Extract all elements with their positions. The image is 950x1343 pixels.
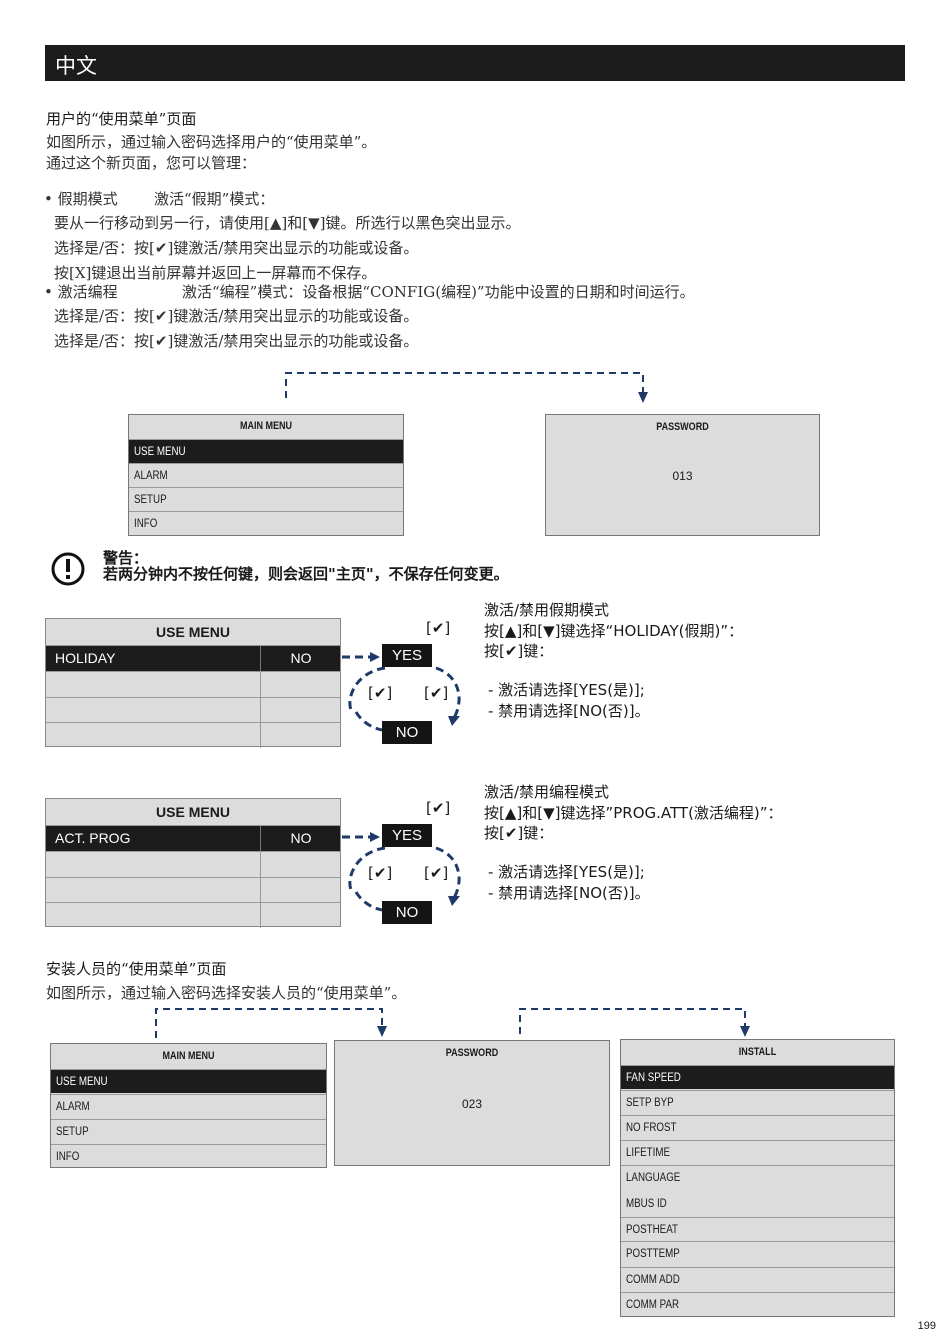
warning-text: 若两分钟内不按任何键，则会返回"主页"，不保存任何变更。: [103, 565, 509, 583]
language-title: 中文: [55, 54, 97, 78]
holiday-row-label: HOLIDAY: [55, 650, 116, 666]
install-item-comm-add[interactable]: COMM ADD: [621, 1267, 894, 1291]
holiday-check-top: [✔]: [426, 619, 451, 637]
menu-item-info[interactable]: INFO: [51, 1144, 326, 1168]
install-item-lifetime[interactable]: LIFETIME: [621, 1140, 894, 1164]
table-row: [46, 902, 340, 928]
act-prog-row-label: ACT. PROG: [55, 830, 131, 846]
holiday-line-1: 要从一行移动到另一行，请使用[▲]和[▼]键。所选行以黑色突出显示。: [54, 214, 521, 232]
holiday-row-value: NO: [260, 646, 341, 671]
warning-title: 警告：: [103, 549, 149, 567]
user-intro-1: 如图所示，通过输入密码选择用户的“使用菜单”。: [46, 133, 377, 151]
table-row: [46, 671, 340, 697]
holiday-line-3: 按[X]键退出当前屏幕并返回上一屏幕而不保存。: [54, 264, 377, 282]
holiday-no-button[interactable]: NO: [382, 721, 432, 744]
prog-check-top: [✔]: [426, 799, 451, 817]
table-row: [46, 851, 340, 877]
table-row: [46, 722, 340, 748]
holiday-instr-4: - 禁用请选择[NO(否)]。: [488, 702, 650, 720]
use-menu-holiday-title: USE MENU: [156, 624, 230, 640]
prog-check-left: [✔]: [368, 864, 393, 882]
act-prog-row-value: NO: [260, 826, 341, 851]
user-intro-2: 通过这个新页面，您可以管理：: [46, 154, 257, 172]
menu-item-setup[interactable]: SETUP: [129, 487, 403, 511]
install-item-mbus-id[interactable]: MBUS ID: [626, 1198, 667, 1210]
installer-main-menu-screen: MAIN MENU USE MENU ALARM SETUP INFO: [50, 1043, 327, 1168]
menu-item-alarm[interactable]: ALARM: [129, 463, 403, 487]
install-item-setp-byp[interactable]: SETP BYP: [621, 1090, 894, 1114]
installer-main-menu-title: MAIN MENU: [162, 1050, 215, 1062]
install-menu-screen: INSTALL FAN SPEED SETP BYP NO FROST LIFE…: [620, 1039, 895, 1317]
main-menu-title: MAIN MENU: [239, 420, 293, 432]
holiday-bullet: • 假期模式: [44, 190, 118, 208]
installer-password-value[interactable]: 023: [461, 1097, 483, 1111]
holiday-instr-2: 按[✔]键：: [484, 642, 554, 660]
language-header: 中文: [45, 45, 905, 81]
table-row: [46, 877, 340, 903]
prog-line-1: 选择是/否：按[✔]键激活/禁用突出显示的功能或设备。: [54, 307, 419, 325]
prog-instr-1: 按[▲]和[▼]键选择”PROG.ATT(激活编程)”：: [484, 804, 783, 822]
holiday-desc: 激活“假期”模式：: [154, 190, 275, 208]
holiday-heading: 激活/禁用假期模式: [484, 601, 610, 619]
use-menu-prog-title: USE MENU: [156, 804, 230, 820]
warning-icon: [51, 552, 85, 586]
password-value[interactable]: 013: [672, 469, 693, 483]
holiday-instr-3: - 激活请选择[YES(是)];: [488, 681, 645, 699]
holiday-instr-1: 按[▲]和[▼]键选择“HOLIDAY(假期)”：: [484, 622, 744, 640]
install-item-posttemp[interactable]: POSTTEMP: [621, 1241, 894, 1265]
page-number: 199: [917, 1320, 936, 1332]
table-row: [46, 697, 340, 723]
holiday-yes-button[interactable]: YES: [382, 644, 432, 667]
holiday-check-right: [✔]: [424, 684, 449, 702]
holiday-row[interactable]: HOLIDAY NO: [46, 645, 340, 671]
password-title: PASSWORD: [656, 421, 709, 433]
prog-heading: 激活/禁用编程模式: [484, 783, 610, 801]
holiday-check-left: [✔]: [368, 684, 393, 702]
menu-item-use-menu[interactable]: USE MENU: [51, 1069, 326, 1093]
password-screen: PASSWORD 013: [545, 414, 820, 536]
installer-section-title: 安装人员的“使用菜单”页面: [46, 960, 227, 978]
use-menu-holiday-table: USE MENU HOLIDAY NO: [45, 618, 341, 748]
holiday-line-2: 选择是/否：按[✔]键激活/禁用突出显示的功能或设备。: [54, 239, 419, 257]
install-item-no-frost[interactable]: NO FROST: [621, 1115, 894, 1139]
prog-bullet: • 激活编程: [44, 283, 118, 301]
install-item-comm-par[interactable]: COMM PAR: [621, 1292, 894, 1316]
menu-item-alarm[interactable]: ALARM: [51, 1094, 326, 1118]
install-item-fan-speed[interactable]: FAN SPEED: [621, 1065, 894, 1089]
prog-instr-4: - 禁用请选择[NO(否)]。: [488, 884, 650, 902]
use-menu-prog-table: USE MENU ACT. PROG NO: [45, 798, 341, 928]
menu-item-info[interactable]: INFO: [129, 511, 403, 535]
menu-item-use-menu[interactable]: USE MENU: [129, 439, 403, 463]
user-section-title: 用户的“使用菜单”页面: [46, 110, 197, 128]
menu-item-setup[interactable]: SETUP: [51, 1119, 326, 1143]
prog-instr-3: - 激活请选择[YES(是)];: [488, 863, 645, 881]
install-item-postheat[interactable]: POSTHEAT: [621, 1217, 894, 1241]
prog-line-2: 选择是/否：按[✔]键激活/禁用突出显示的功能或设备。: [54, 332, 419, 350]
prog-check-right: [✔]: [424, 864, 449, 882]
act-prog-row[interactable]: ACT. PROG NO: [46, 825, 340, 851]
install-menu-title: INSTALL: [738, 1046, 777, 1058]
main-menu-screen: MAIN MENU USE MENU ALARM SETUP INFO: [128, 414, 404, 536]
install-item-language[interactable]: LANGUAGE: [621, 1165, 894, 1189]
prog-instr-2: 按[✔]键：: [484, 824, 554, 842]
installer-intro: 如图所示，通过输入密码选择安装人员的“使用菜单”。: [46, 984, 407, 1002]
prog-desc: 激活“编程”模式：设备根据“CONFIG(编程)”功能中设置的日期和时间运行。: [182, 283, 695, 301]
prog-yes-button[interactable]: YES: [382, 824, 432, 847]
installer-password-screen: PASSWORD 023: [334, 1040, 610, 1166]
prog-no-button[interactable]: NO: [382, 901, 432, 924]
installer-password-title: PASSWORD: [445, 1047, 499, 1059]
